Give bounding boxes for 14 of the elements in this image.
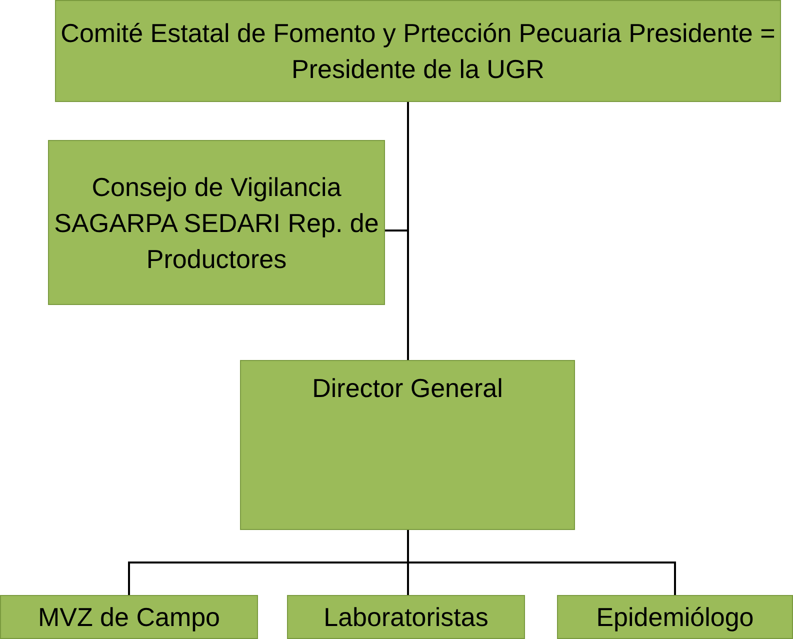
connector-line xyxy=(407,530,676,595)
org-box xyxy=(0,595,258,639)
org-box xyxy=(240,360,575,530)
box-label: MVZ de Campo xyxy=(38,602,220,632)
box-label: Epidemiólogo xyxy=(596,602,754,632)
box-label: Laboratoristas xyxy=(324,602,488,632)
org-box xyxy=(55,0,781,102)
org-box xyxy=(557,595,793,639)
org-box xyxy=(287,595,525,639)
box-label: Director General xyxy=(312,373,503,403)
org-box xyxy=(48,140,385,305)
box-label: Consejo de Vigilancia SAGARPA SEDARI Rep. de Productores xyxy=(53,170,380,276)
connector-line xyxy=(385,102,409,232)
box-label: Comité Estatal de Fomento y Prtección Pecuaria Presidente = Presidente de la UGR xyxy=(60,17,776,86)
